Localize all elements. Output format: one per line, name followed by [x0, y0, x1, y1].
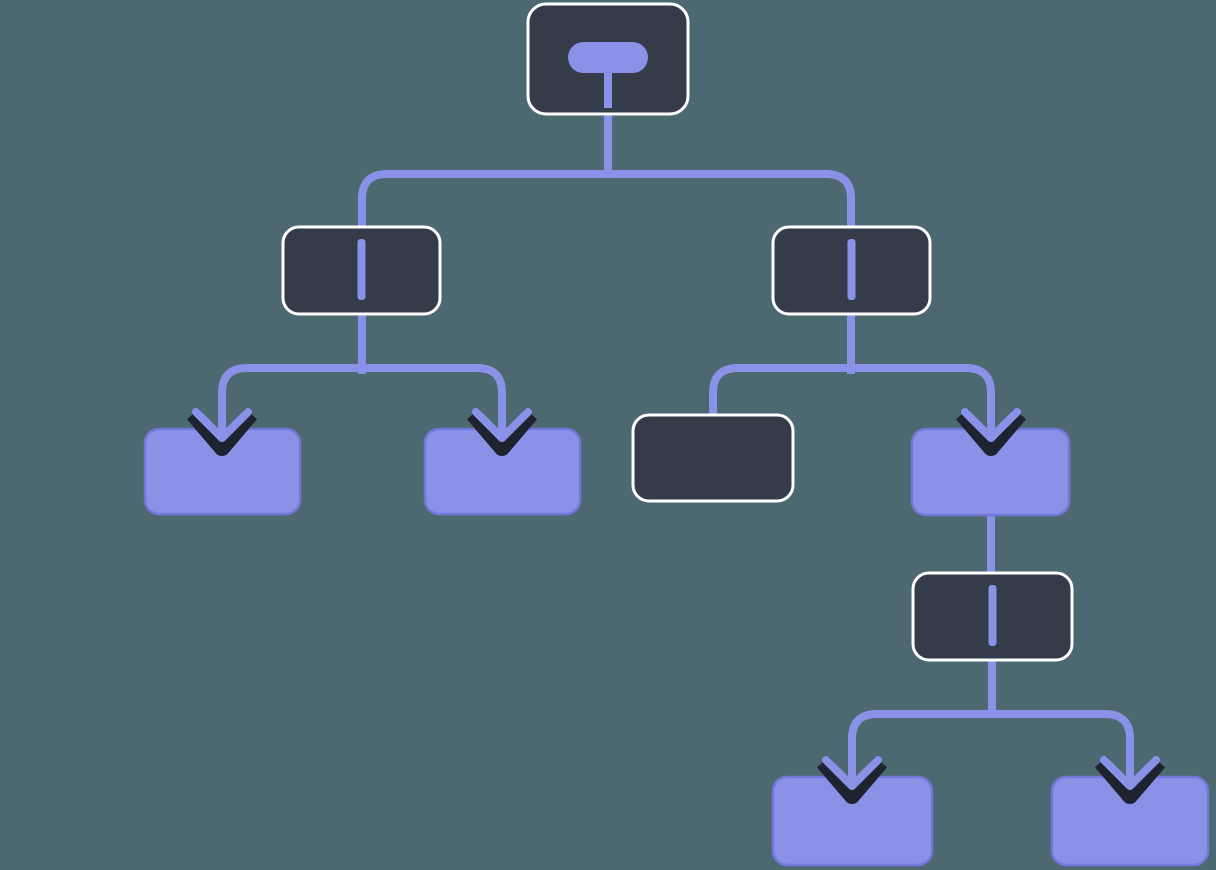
node-root [526, 2, 690, 116]
vertical-bar-glyph [988, 585, 997, 646]
arrows-layer [186, 395, 1166, 804]
node-branch-bottom [911, 571, 1074, 662]
chevron-down-arrow-leaf-2 [466, 395, 538, 456]
chevron-purple-icon [192, 408, 252, 442]
chevron-purple-icon [1100, 756, 1160, 790]
chevron-purple-icon [822, 756, 882, 790]
chevron-purple-icon [472, 408, 532, 442]
chevron-purple-icon [961, 408, 1021, 442]
chevron-black-icon [955, 408, 1027, 456]
chevron-black-icon [1094, 756, 1166, 804]
vertical-bar-glyph [357, 239, 366, 300]
edge-rail-bottom [848, 710, 1134, 768]
chevron-down-arrow-leaf-3 [816, 743, 888, 804]
chevron-down-arrow-leaf-4 [1094, 743, 1166, 804]
chevron-black-icon [466, 408, 538, 456]
edge-rail-left [218, 364, 506, 420]
chevron-down-arrow-mid-purple [955, 395, 1027, 456]
chevron-black-icon [186, 408, 258, 456]
node-branch-left [281, 225, 442, 316]
edges-layer [218, 112, 1134, 768]
node-leaf-dark-box[interactable] [631, 413, 795, 503]
chevron-down-arrow-leaf-1 [186, 395, 258, 456]
node-leaf-dark [631, 413, 795, 503]
edge-rail-right [709, 364, 995, 420]
nodes-layer [143, 2, 1210, 867]
pill-stem-glyph [604, 70, 612, 108]
vertical-bar-glyph [847, 239, 856, 300]
pill-glyph [568, 42, 648, 73]
chevron-black-icon [816, 756, 888, 804]
edge-rail-level1 [358, 170, 855, 227]
node-branch-right [771, 225, 932, 316]
